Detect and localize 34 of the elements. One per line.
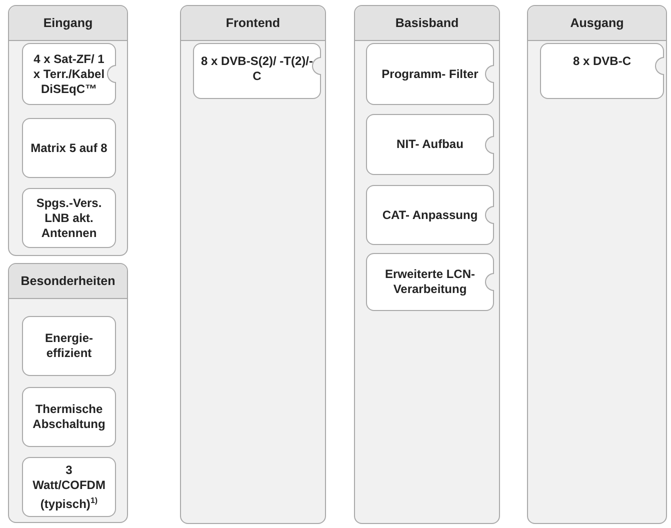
block-label: Matrix 5 auf 8 [30, 140, 108, 156]
block-label: 3 Watt/COFDM (typisch)$^{1)}$ [32, 462, 106, 512]
function-block [366, 185, 494, 245]
block-label: Energie- effizient [44, 331, 94, 361]
block-label: 4 x Sat-ZF/ 1 x Terr./Kabel DiSEqC™ [32, 52, 106, 96]
block-label: Spgs.-Vers. LNB akt. Antennen [35, 196, 103, 240]
panel-title: Frontend [181, 6, 325, 41]
function-block [366, 114, 494, 175]
function-block [22, 118, 116, 178]
block-label: NIT- Aufbau [396, 137, 464, 152]
group-panel [8, 263, 128, 523]
group-panel [8, 5, 128, 256]
function-block [22, 387, 116, 447]
block-label: CAT- Anpassung [381, 208, 479, 222]
panel-title: Basisband [355, 6, 499, 41]
function-block [22, 188, 116, 248]
block-label: 8 x DVB-S(2)/ -T(2)/-C [200, 54, 314, 84]
panel-title: Besonderheiten [9, 264, 127, 299]
block-label: Erweiterte LCN- Verarbeitung [384, 267, 476, 297]
group-panel [180, 5, 326, 524]
block-label: 8 x DVB-C [572, 54, 632, 69]
panel-title: Ausgang [528, 6, 666, 41]
block-label: Thermische Abschaltung [32, 402, 106, 432]
block-label: Programm- Filter [380, 66, 480, 82]
function-block [193, 43, 321, 99]
panel-title: Eingang [9, 6, 127, 41]
group-panel [527, 5, 667, 524]
group-panel [354, 5, 500, 524]
function-block [22, 316, 116, 376]
function-block [366, 253, 494, 311]
function-block [366, 43, 494, 105]
function-block [22, 457, 116, 517]
function-block [22, 43, 116, 105]
function-block [540, 43, 664, 99]
